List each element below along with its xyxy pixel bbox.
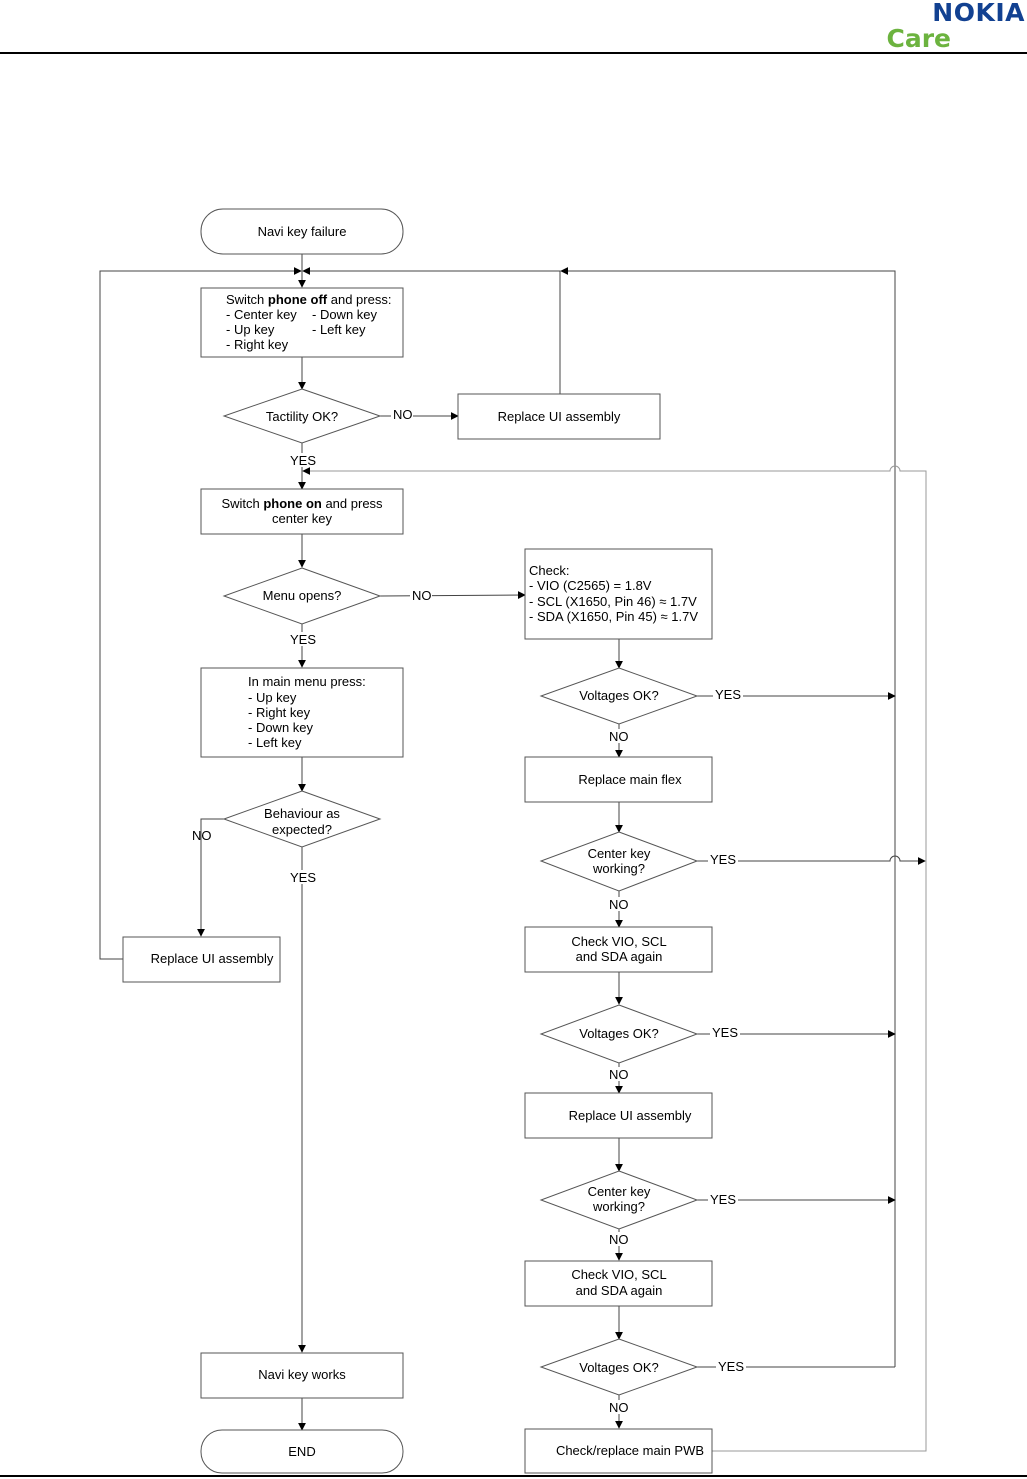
check-line3: - SCL (X1650, Pin 46) ≈ 1.7V xyxy=(529,594,697,609)
main-menu-line4: - Down key xyxy=(248,720,314,735)
main-menu-press: In main menu press: - Up key - Right key… xyxy=(200,667,404,758)
decision-tactility: Tactility OK? xyxy=(222,388,382,444)
label-v2-yes: YES xyxy=(712,1025,738,1040)
decision-behaviour: Behaviour as expected? xyxy=(222,790,382,848)
menu-label: Menu opens? xyxy=(263,588,342,603)
replace-ui-2-label: Replace UI assembly xyxy=(151,951,274,966)
phone-on-line1: Switch phone on and press xyxy=(221,496,383,511)
check-line1: Check: xyxy=(529,563,569,578)
start-label: Navi key failure xyxy=(258,224,347,239)
footer-rule xyxy=(0,1475,1027,1477)
main-menu-line3: - Right key xyxy=(248,705,311,720)
label-c2-no: NO xyxy=(609,1232,629,1247)
phone-off-left-key: - Left key xyxy=(312,322,366,337)
connector-trunk xyxy=(560,267,896,1367)
decision-voltages-3: Voltages OK? xyxy=(539,1338,699,1396)
phone-off-line1: Switch phone off and press: xyxy=(226,292,391,307)
phone-off-right-key: - Right key xyxy=(226,337,289,352)
phone-off-center-key: - Center key xyxy=(226,307,297,322)
check-again-2-line2: and SDA again xyxy=(576,1283,663,1298)
tactility-label: Tactility OK? xyxy=(266,409,338,424)
end-label: END xyxy=(288,1444,315,1459)
start-terminator: Navi key failure xyxy=(200,208,404,255)
replace-ui-assembly-2: Replace UI assembly xyxy=(122,936,281,983)
check-replace-pwb: Check/replace main PWB xyxy=(524,1428,713,1474)
decision-menu: Menu opens? xyxy=(222,567,382,625)
connector-c1-yes xyxy=(697,855,926,865)
behaviour-line1: Behaviour as xyxy=(264,806,340,821)
check-line4: - SDA (X1650, Pin 45) ≈ 1.7V xyxy=(529,609,698,624)
center-2-line2: working? xyxy=(592,1199,645,1214)
header-rule xyxy=(0,52,1027,54)
center-1-line2: working? xyxy=(592,861,645,876)
label-v1-yes: YES xyxy=(715,687,741,702)
main-flex-label: Replace main flex xyxy=(578,772,682,787)
label-menu-no: NO xyxy=(412,588,432,603)
replace-ui-assembly-1: Replace UI assembly xyxy=(457,393,661,440)
check-again-1-line2: and SDA again xyxy=(576,949,663,964)
check-voltages: Check: - VIO (C2565) = 1.8V - SCL (X1650… xyxy=(524,548,713,640)
label-tactility-no: NO xyxy=(393,407,413,422)
main-menu-line1: In main menu press: xyxy=(248,674,366,689)
label-tactility-yes: YES xyxy=(290,453,316,468)
replace-main-flex: Replace main flex xyxy=(524,756,713,803)
center-2-line1: Center key xyxy=(588,1184,651,1199)
pwb-label: Check/replace main PWB xyxy=(556,1443,704,1458)
check-line2: - VIO (C2565) = 1.8V xyxy=(529,578,652,593)
connector-behav-no xyxy=(197,818,224,937)
check-again-1: Check VIO, SCL and SDA again xyxy=(524,926,713,973)
check-again-2-line1: Check VIO, SCL xyxy=(571,1267,666,1282)
label-v2-no: NO xyxy=(609,1067,629,1082)
navi-key-works: Navi key works xyxy=(200,1352,404,1399)
voltages-1-label: Voltages OK? xyxy=(579,688,659,703)
check-again-1-line1: Check VIO, SCL xyxy=(571,934,666,949)
label-behaviour-yes: YES xyxy=(290,870,316,885)
label-v3-no: NO xyxy=(609,1400,629,1415)
main-menu-line2: - Up key xyxy=(248,690,297,705)
step-phone-off: Switch phone off and press: - Center key… xyxy=(200,287,404,358)
replace-ui-1-label: Replace UI assembly xyxy=(498,409,621,424)
connector-loop-pwb xyxy=(302,465,927,1452)
connector-loop-replace1 xyxy=(302,267,561,394)
label-behaviour-no: NO xyxy=(192,828,212,843)
phone-on-line2: center key xyxy=(272,511,332,526)
center-1-line1: Center key xyxy=(588,846,651,861)
logo-brand: NOKIA xyxy=(932,0,1025,27)
label-v3-yes: YES xyxy=(718,1359,744,1374)
label-c1-yes: YES xyxy=(710,852,736,867)
navi-works-label: Navi key works xyxy=(258,1367,346,1382)
decision-center-key-2: Center key working? xyxy=(539,1170,699,1230)
behaviour-line2: expected? xyxy=(272,822,332,837)
label-v1-no: NO xyxy=(609,729,629,744)
check-again-2: Check VIO, SCL and SDA again xyxy=(524,1260,713,1307)
step-phone-on: Switch phone on and press center key xyxy=(200,488,404,535)
connector-menu-no xyxy=(379,591,526,600)
branch-labels: NO YES NO YES YES NO NO YES YES NO YES N… xyxy=(192,407,746,1415)
logo-sub: Care xyxy=(886,24,951,53)
decision-center-key-1: Center key working? xyxy=(539,831,699,892)
end-terminator: END xyxy=(200,1429,404,1474)
decision-voltages-2: Voltages OK? xyxy=(539,1004,699,1064)
replace-ui-assembly-3: Replace UI assembly xyxy=(524,1092,713,1139)
main-menu-line5: - Left key xyxy=(248,735,302,750)
replace-ui-3-label: Replace UI assembly xyxy=(569,1108,692,1123)
label-menu-yes: YES xyxy=(290,632,316,647)
connectors xyxy=(99,254,927,1452)
label-c1-no: NO xyxy=(609,897,629,912)
voltages-2-label: Voltages OK? xyxy=(579,1026,659,1041)
label-c2-yes: YES xyxy=(710,1192,736,1207)
connector-loop-left xyxy=(99,267,302,960)
voltages-3-label: Voltages OK? xyxy=(579,1360,659,1375)
phone-off-up-key: - Up key xyxy=(226,322,275,337)
phone-off-down-key: - Down key xyxy=(312,307,378,322)
decision-voltages-1: Voltages OK? xyxy=(539,667,699,725)
nokia-care-logo: NOKIA Care xyxy=(885,0,1025,52)
